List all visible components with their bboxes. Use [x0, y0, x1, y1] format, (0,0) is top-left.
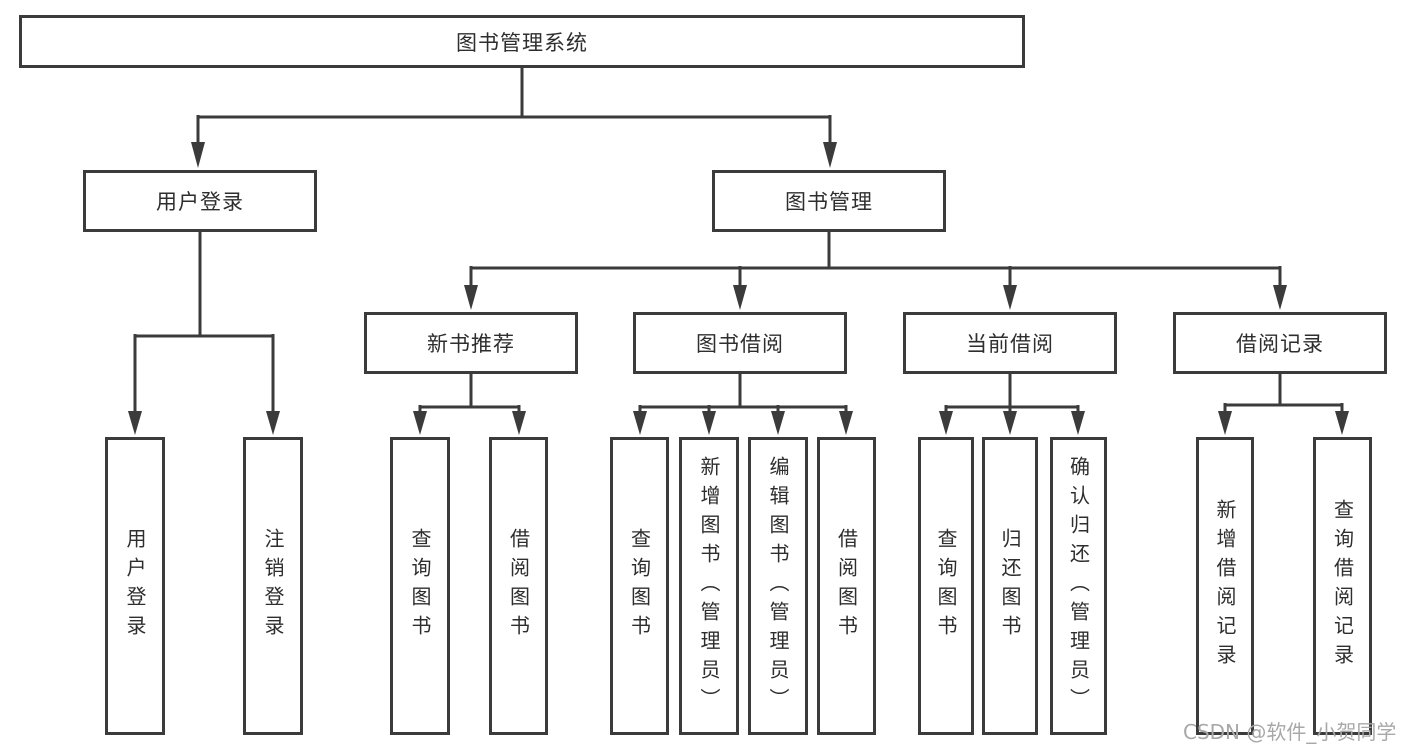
node-current-borrowing-label: 当前借阅 [966, 332, 1054, 356]
leaf-logout: 注销登录 [243, 437, 303, 735]
node-book-management-label: 图书管理 [785, 190, 873, 214]
node-book-management: 图书管理 [712, 170, 946, 232]
node-current-borrowing: 当前借阅 [903, 312, 1117, 374]
node-new-book-recommend-label: 新书推荐 [427, 332, 515, 356]
connector-user-login-branch [128, 232, 280, 435]
leaf-confirm-return-admin-label: 确认归还（管理员） [1066, 455, 1091, 717]
leaf-user-login: 用户登录 [105, 437, 165, 735]
leaf-query-books-recommend-label: 查询图书 [408, 528, 432, 644]
leaf-confirm-return-admin: 确认归还（管理员） [1050, 437, 1107, 735]
leaf-edit-book-admin: 编辑图书（管理员） [748, 437, 808, 735]
connector-borrow-records-branch [1218, 374, 1349, 435]
connector-book-borrowing-branch [633, 374, 853, 435]
connector-current-borrowing-branch [939, 374, 1085, 435]
leaf-user-login-label: 用户登录 [123, 528, 147, 644]
leaf-query-borrow-record: 查询借阅记录 [1313, 437, 1372, 735]
leaf-add-book-admin: 新增图书（管理员） [679, 437, 739, 735]
node-root-label: 图书管理系统 [456, 30, 588, 55]
leaf-borrow-books-borrowing-label: 借阅图书 [834, 528, 859, 644]
leaf-query-borrow-record-label: 查询借阅记录 [1330, 499, 1355, 673]
node-new-book-recommend: 新书推荐 [364, 312, 578, 374]
node-borrow-records-label: 借阅记录 [1236, 332, 1324, 356]
connector-book-management-branch [464, 232, 1287, 310]
leaf-borrow-books-recommend: 借阅图书 [489, 437, 548, 735]
leaf-borrow-books-recommend-label: 借阅图书 [506, 528, 531, 644]
leaf-add-borrow-record: 新增借阅记录 [1196, 437, 1254, 735]
leaf-logout-label: 注销登录 [261, 528, 285, 644]
connector-root-to-level2 [191, 68, 837, 168]
node-user-login-label: 用户登录 [156, 190, 244, 214]
leaf-query-books-current-label: 查询图书 [934, 528, 958, 644]
leaf-query-books-recommend: 查询图书 [390, 437, 450, 735]
leaf-edit-book-admin-label: 编辑图书（管理员） [766, 455, 790, 717]
leaf-return-books: 归还图书 [982, 437, 1038, 735]
node-root: 图书管理系统 [19, 15, 1025, 68]
csdn-watermark: CSDN @软件_小贺同学 [1183, 720, 1397, 744]
node-book-borrowing-label: 图书借阅 [696, 332, 784, 356]
leaf-query-books-borrowing: 查询图书 [610, 437, 669, 735]
leaf-borrow-books-borrowing: 借阅图书 [817, 437, 876, 735]
leaf-query-books-current: 查询图书 [918, 437, 974, 735]
node-book-borrowing: 图书借阅 [633, 312, 847, 374]
connector-new-book-recommend-branch [413, 374, 526, 435]
leaf-add-borrow-record-label: 新增借阅记录 [1213, 499, 1237, 673]
node-borrow-records: 借阅记录 [1173, 312, 1387, 374]
leaf-add-book-admin-label: 新增图书（管理员） [697, 455, 721, 717]
leaf-query-books-borrowing-label: 查询图书 [627, 528, 652, 644]
leaf-return-books-label: 归还图书 [998, 528, 1022, 644]
node-user-login: 用户登录 [83, 170, 317, 232]
